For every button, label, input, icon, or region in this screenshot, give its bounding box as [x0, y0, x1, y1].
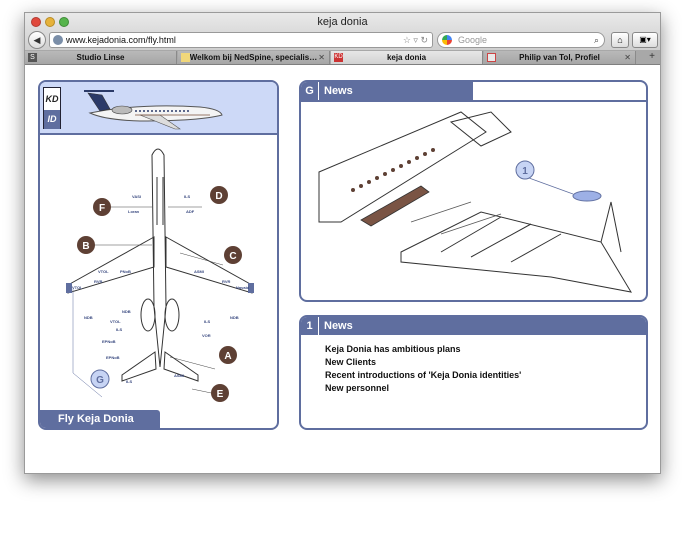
news-item[interactable]: New personnel: [325, 383, 390, 393]
svg-text:EPNoB: EPNoB: [106, 355, 120, 360]
svg-text:VTOL: VTOL: [110, 319, 121, 324]
svg-text:C: C: [229, 251, 236, 262]
svg-text:A: A: [224, 351, 231, 362]
letter-marker-b[interactable]: B: [77, 236, 95, 254]
svg-text:RVR: RVR: [94, 279, 102, 284]
svg-text:1: 1: [522, 166, 528, 177]
back-arrow-icon: ◀: [33, 35, 41, 45]
url-input[interactable]: www.kejadonia.com/fly.html ☆ ▿ ↻: [49, 32, 433, 48]
letter-marker-c[interactable]: C: [224, 246, 242, 264]
close-tab-icon[interactable]: ✕: [624, 53, 631, 62]
fly-keja-donia-label: Fly Keja Donia: [40, 410, 160, 428]
bookmark-star-icon[interactable]: ☆: [402, 35, 411, 45]
profile-icon: [487, 53, 496, 62]
letter-marker-e[interactable]: E: [211, 384, 229, 402]
svg-text:ILS: ILS: [126, 379, 133, 384]
svg-text:ASMI: ASMI: [174, 373, 184, 378]
svg-text:VTOL: VTOL: [72, 285, 83, 290]
title-bar: keja donia ◀ www.kejadonia.com/fly.html …: [25, 13, 660, 65]
menu-icon: ▣▾: [639, 35, 651, 44]
reload-icon[interactable]: ↻: [420, 35, 428, 45]
search-input[interactable]: Google ⌕: [437, 32, 605, 48]
aircraft-diagram: F D B C A G E VASI ILS Loran ADF ASMI VT…: [66, 148, 254, 402]
close-window-button[interactable]: [31, 17, 41, 27]
panel-header: G News: [301, 82, 473, 100]
news-list: Keja Donia has ambitious plans New Clien…: [325, 343, 521, 395]
news-list-panel: 1 News Keja Donia has ambitious plans New…: [299, 315, 648, 430]
panel-header: 1 News: [301, 317, 646, 335]
home-button[interactable]: ⌂: [611, 32, 629, 48]
svg-text:ILS: ILS: [204, 319, 211, 324]
news-item[interactable]: Keja Donia has ambitious plans: [325, 344, 461, 354]
svg-text:ILS: ILS: [116, 327, 123, 332]
panel-number: 1: [301, 317, 319, 335]
page-content: KD ID: [25, 66, 660, 473]
letter-marker-g[interactable]: G: [90, 369, 110, 389]
minimize-window-button[interactable]: [45, 17, 55, 27]
svg-text:RVR: RVR: [222, 279, 230, 284]
dropdown-icon[interactable]: ▿: [413, 35, 418, 45]
tab-studio-linse[interactable]: S Studio Linse: [25, 51, 177, 64]
letter-marker-d[interactable]: D: [210, 186, 228, 204]
svg-text:ILS: ILS: [184, 194, 191, 199]
tab-label: Philip van Tol, Profiel: [519, 53, 600, 62]
panel-number: G: [301, 82, 319, 100]
close-tab-icon[interactable]: ✕: [318, 53, 325, 62]
svg-text:NDB: NDB: [84, 315, 93, 320]
svg-text:G: G: [96, 375, 104, 386]
tab-label: Studio Linse: [76, 53, 125, 62]
tab-nedspine[interactable]: Welkom bij NedSpine, specialis… ✕: [178, 51, 330, 64]
url-text: www.kejadonia.com/fly.html: [66, 35, 176, 45]
search-placeholder: Google: [458, 35, 488, 45]
header-banner: KD ID: [40, 82, 277, 135]
diagram-labels: VASI ILS Loran ADF ASMI VTOL RVR PNoB RV…: [72, 194, 250, 384]
tab-philip-van-tol[interactable]: Philip van Tol, Profiel ✕: [484, 51, 636, 64]
tab-label: keja donia: [386, 53, 427, 62]
airplane-photo: [84, 90, 223, 130]
svg-text:PNoB: PNoB: [120, 269, 131, 274]
kd-icon: KD: [334, 53, 343, 62]
svg-text:VOR: VOR: [202, 333, 211, 338]
svg-text:EPNoB: EPNoB: [102, 339, 116, 344]
nedspine-icon: [181, 53, 190, 62]
letter-marker-a[interactable]: A: [219, 346, 237, 364]
panel-title: News: [324, 320, 353, 332]
window-title: keja donia: [317, 16, 368, 28]
tab-label: Welkom bij NedSpine, specialis…: [189, 53, 318, 62]
svg-text:VASI: VASI: [132, 194, 141, 199]
svg-text:ADF: ADF: [186, 209, 195, 214]
callout-marker-1[interactable]: 1: [515, 160, 535, 180]
news-item[interactable]: New Clients: [325, 357, 377, 367]
back-button[interactable]: ◀: [28, 31, 46, 49]
svg-text:Navaid: Navaid: [236, 285, 250, 290]
page-menu-button[interactable]: ▣▾: [632, 32, 658, 48]
svg-text:NDB: NDB: [122, 309, 131, 314]
news-item[interactable]: Recent introductions of 'Keja Donia iden…: [325, 370, 522, 380]
fly-panel: KD ID: [38, 80, 279, 430]
zoom-window-button[interactable]: [59, 17, 69, 27]
new-tab-button[interactable]: +: [649, 51, 655, 62]
s-icon: S: [28, 53, 37, 62]
svg-text:E: E: [217, 389, 224, 400]
tab-bar: S Studio Linse Welkom bij NedSpine, spec…: [25, 50, 660, 65]
search-icon[interactable]: ⌕: [593, 35, 599, 45]
google-icon: [442, 35, 452, 45]
site-icon: [53, 35, 63, 45]
kd-id-logo[interactable]: KD ID: [43, 87, 61, 129]
svg-text:ASMI: ASMI: [194, 269, 204, 274]
svg-text:VTOL: VTOL: [98, 269, 109, 274]
tab-keja-donia[interactable]: KD keja donia: [331, 51, 483, 64]
home-icon: ⌂: [617, 35, 623, 45]
panel-title: News: [324, 85, 353, 97]
news-image-panel: G News 1: [299, 80, 648, 302]
svg-text:D: D: [215, 191, 222, 202]
svg-text:Loran: Loran: [128, 209, 140, 214]
svg-text:B: B: [82, 241, 89, 252]
svg-text:NDB: NDB: [230, 315, 239, 320]
svg-text:F: F: [99, 203, 105, 214]
browser-window: keja donia ◀ www.kejadonia.com/fly.html …: [24, 12, 661, 474]
letter-marker-f[interactable]: F: [93, 198, 111, 216]
wing-illustration: 1: [318, 111, 633, 293]
